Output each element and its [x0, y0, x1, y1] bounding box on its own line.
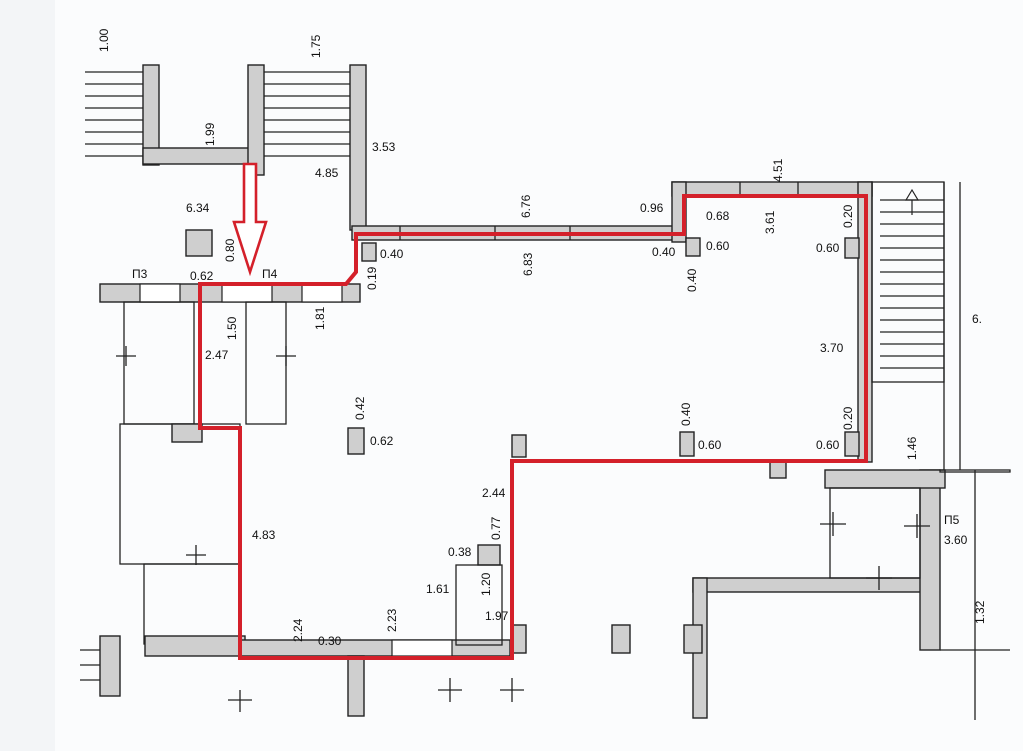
stair-left-top	[85, 64, 160, 166]
column-right-mid	[769, 461, 787, 479]
wall-bottom-pier	[347, 655, 365, 717]
column-6-34	[185, 229, 213, 257]
dim-0-62-top: 0.62	[190, 269, 214, 283]
wall-right-room-top	[824, 469, 946, 489]
dim-1-61: 1.61	[426, 582, 450, 596]
column-top-left	[361, 242, 377, 262]
dim-1-81: 1.81	[313, 306, 327, 330]
label-p4: П4	[262, 267, 278, 281]
dim-6-76: 6.76	[519, 194, 533, 218]
column-inner-step	[477, 544, 501, 566]
wall-upper-right-top	[671, 181, 873, 197]
column-bottom-right-a	[683, 624, 703, 654]
dim-4-85: 4.85	[315, 166, 339, 180]
column-bottom-step	[511, 624, 527, 654]
dim-3-60: 3.60	[944, 533, 968, 547]
dim-2-44: 2.44	[482, 486, 506, 500]
dim-3-53: 3.53	[372, 140, 396, 154]
column-left-room	[171, 423, 203, 443]
wall-bottom-left	[144, 635, 246, 657]
dim-1-20: 1.20	[479, 572, 493, 596]
dim-4-83: 4.83	[252, 528, 276, 542]
niche-step	[455, 564, 503, 646]
rental-area-outline	[198, 194, 868, 660]
dim-0-68: 0.68	[706, 209, 730, 223]
dim-6-34: 6.34	[186, 201, 210, 215]
label-p5: П5	[944, 513, 960, 527]
wall-bottom-right-pier	[919, 469, 941, 651]
dim-6-83: 6.83	[521, 252, 535, 276]
dim-0-62-column: 0.62	[370, 434, 394, 448]
dim-0-80: 0.80	[223, 238, 237, 262]
dim-0-42: 0.42	[353, 396, 367, 420]
wall-bottom-right-top	[692, 577, 924, 593]
dim-1-75: 1.75	[309, 34, 323, 58]
dim-1-50: 1.50	[225, 316, 239, 340]
dim-2-23: 2.23	[385, 608, 399, 632]
stair-treads-left	[85, 71, 143, 157]
column-step	[511, 434, 527, 458]
stair-treads-middle	[264, 71, 350, 157]
wall-bottom-far-left	[99, 635, 121, 697]
dim-1-32: 1.32	[973, 600, 987, 624]
dim-4-51: 4.51	[771, 158, 785, 182]
dim-0-40-mid: 0.40	[652, 245, 676, 259]
dim-2-47: 2.47	[205, 348, 229, 362]
entrance-arrow-icon	[232, 162, 268, 277]
dim-0-38: 0.38	[448, 545, 472, 559]
dim-0-20-top: 0.20	[841, 204, 855, 228]
dim-0-40-vert: 0.40	[685, 268, 699, 292]
dim-1-99: 1.99	[203, 122, 217, 146]
dim-0-20-mid: 0.20	[841, 406, 855, 430]
dim-1-46: 1.46	[905, 436, 919, 460]
dim-0-60-bottom-right: 0.60	[816, 438, 840, 452]
column-bottom-center	[611, 624, 631, 654]
stair-up-arrow-icon	[904, 188, 920, 215]
dim-0-96: 0.96	[640, 201, 664, 215]
dim-6-right: 6.	[972, 312, 982, 326]
dim-1-97: 1.97	[485, 609, 509, 623]
column-top-right-2	[844, 237, 860, 259]
dim-0-30: 0.30	[318, 634, 342, 648]
dim-3-70: 3.70	[820, 341, 844, 355]
dim-0-60-mid: 0.60	[706, 239, 730, 253]
wall-main-bottom	[239, 639, 511, 657]
dim-0-40-left: 0.40	[380, 247, 404, 261]
stair-middle-top	[247, 64, 367, 231]
dim-2-24: 2.24	[291, 618, 305, 642]
dim-1-00: 1.00	[97, 28, 111, 52]
dim-0-60-bottom: 0.60	[698, 438, 722, 452]
dim-0-60-top-right: 0.60	[816, 241, 840, 255]
column-top-right-1	[685, 237, 701, 257]
dim-3-61: 3.61	[763, 210, 777, 234]
column-bottom-mid	[679, 431, 695, 457]
scan-margin	[0, 0, 55, 751]
column-center	[347, 427, 365, 455]
dim-0-19: 0.19	[365, 266, 379, 290]
column-bottom-right	[844, 431, 860, 457]
wall-corridor-top-left	[142, 147, 254, 165]
label-p3: П3	[132, 267, 148, 281]
dim-0-77: 0.77	[489, 516, 503, 540]
dim-0-40-bottom: 0.40	[679, 402, 693, 426]
